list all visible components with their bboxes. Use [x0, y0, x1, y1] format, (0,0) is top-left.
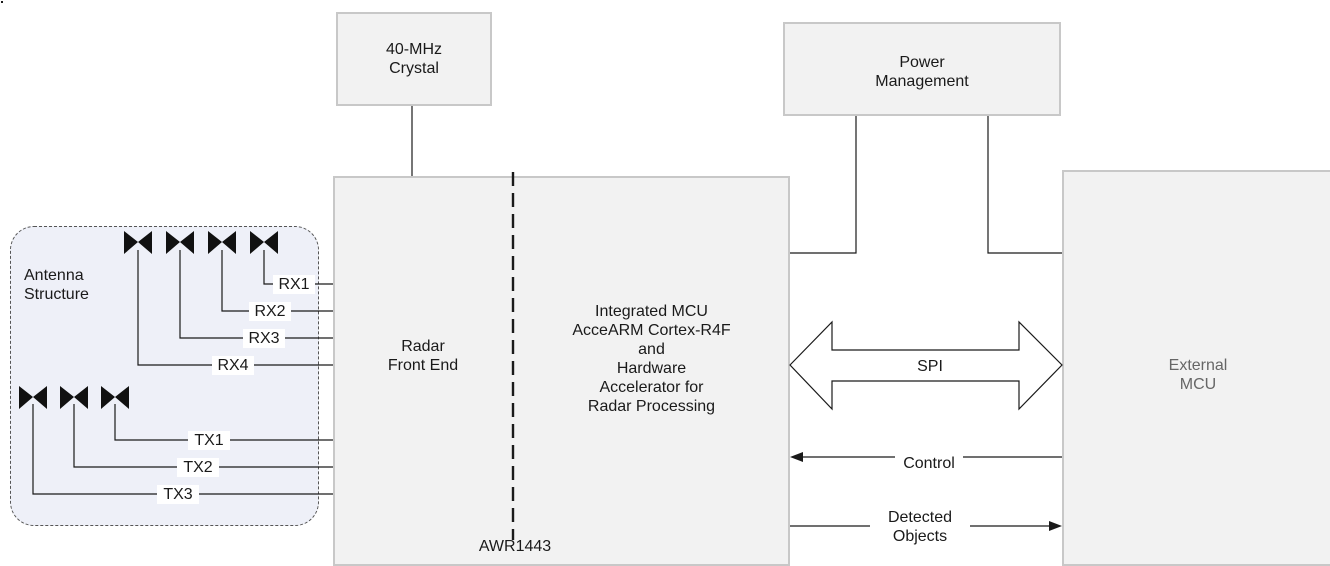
- detected-objects-label: Detected Objects: [870, 508, 970, 546]
- rx3-label: RX3: [243, 329, 285, 348]
- rx2-label: RX2: [249, 302, 291, 321]
- tx2-label: TX2: [177, 458, 219, 477]
- awr1443-chip-box: [333, 176, 790, 566]
- power-management-label: Power Management: [875, 54, 969, 90]
- antenna-structure-label: Antenna Structure: [24, 267, 89, 303]
- rx1-label: RX1: [273, 275, 315, 294]
- chip-name-label: AWR1443: [478, 538, 552, 555]
- crystal-box: [336, 12, 492, 106]
- tx1-label: TX1: [188, 431, 230, 450]
- crystal-label: 40-MHz Crystal: [385, 41, 442, 77]
- integrated-mcu-label: Integrated MCU AcceARM Cortex-R4F and Ha…: [572, 303, 731, 415]
- external-mcu-label: External MCU: [1168, 357, 1228, 393]
- control-label: Control: [895, 454, 963, 473]
- external-mcu-box: [1062, 170, 1330, 566]
- rx4-label: RX4: [212, 356, 254, 375]
- antenna-structure-box: [10, 226, 319, 526]
- power-management-box: [783, 22, 1061, 116]
- tx3-label: TX3: [157, 485, 199, 504]
- radar-front-end-label: Radar Front End: [387, 338, 459, 374]
- spi-label: SPI: [917, 358, 943, 375]
